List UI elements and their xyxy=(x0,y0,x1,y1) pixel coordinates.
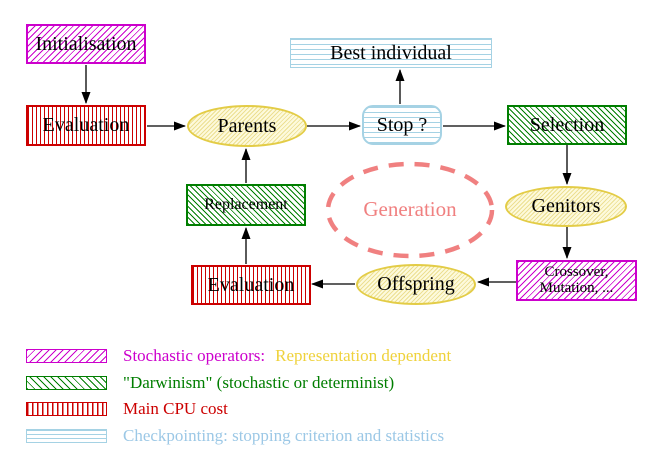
node-crossover-mutation: Crossover, Mutation, ... xyxy=(516,260,637,301)
legend-representation-label: Representation dependent xyxy=(275,346,452,365)
generation-dashed-ellipse xyxy=(325,161,495,259)
node-replacement: Replacement xyxy=(186,184,306,226)
red-lines-swatch-icon xyxy=(26,402,107,416)
legend-row-cpu: Main CPU cost xyxy=(26,399,228,419)
node-parents: Parents xyxy=(187,105,307,147)
green-hatch-swatch-icon xyxy=(26,376,107,390)
legend-row-stochastic: Stochastic operators: Representation depe… xyxy=(26,346,451,366)
node-best-individual: Best individual xyxy=(290,38,492,68)
magenta-hatch-swatch-icon xyxy=(26,349,107,363)
crossover-label-line2: Mutation, ... xyxy=(539,279,614,296)
legend-row-darwinism: "Darwinism" (stochastic or determinist) xyxy=(26,373,394,393)
node-offspring: Offspring xyxy=(356,264,476,305)
cyan-lines-swatch-icon xyxy=(26,429,107,443)
node-evaluation-top: Evaluation xyxy=(26,105,146,146)
generation-label: Generation xyxy=(363,197,457,221)
node-initialisation: Initialisation xyxy=(26,24,146,64)
node-genitors: Genitors xyxy=(505,186,627,227)
node-evaluation-bottom: Evaluation xyxy=(191,265,311,305)
node-stop: Stop ? xyxy=(362,105,442,145)
legend-checkpointing-label: Checkpointing: stopping criterion and st… xyxy=(123,426,445,445)
node-selection: Selection xyxy=(507,105,627,145)
legend-darwinism-label: "Darwinism" (stochastic or determinist) xyxy=(123,373,395,392)
crossover-label-line1: Crossover, xyxy=(544,263,609,280)
legend-row-checkpointing: Checkpointing: stopping criterion and st… xyxy=(26,426,444,446)
legend-stochastic-label: Stochastic operators: xyxy=(123,346,266,365)
legend-cpu-label: Main CPU cost xyxy=(123,399,228,418)
